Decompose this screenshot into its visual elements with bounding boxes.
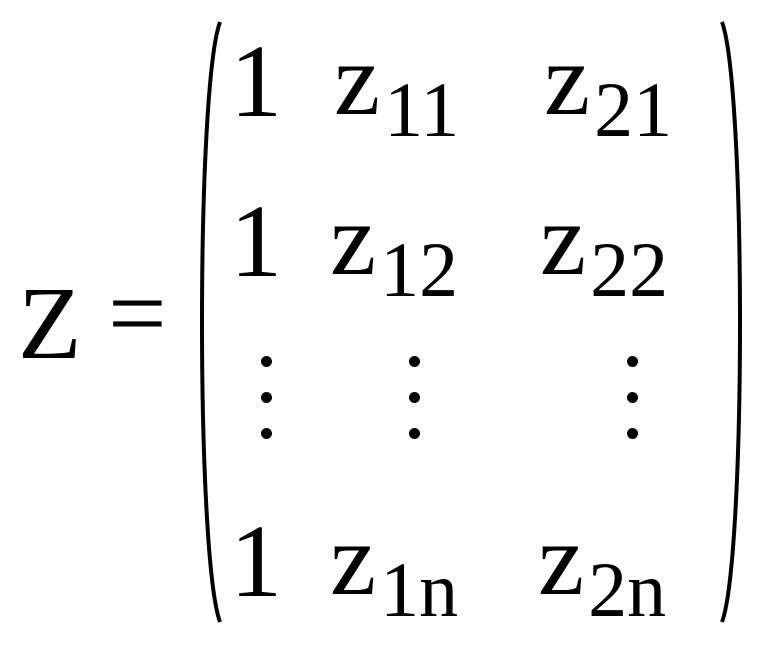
lhs-symbol: Z — [18, 266, 82, 381]
left-parenthesis — [200, 21, 222, 623]
equals-sign: = — [108, 256, 167, 371]
cell-base: z — [540, 182, 587, 297]
matrix-cell-r4c2: z1n — [330, 508, 458, 629]
right-parenthesis — [720, 21, 742, 623]
matrix-cell-r1c3: z21 — [544, 28, 672, 149]
matrix-cell-r2c1: 1 — [230, 184, 282, 299]
cell-subscript: 11 — [384, 66, 460, 153]
cell-base: z — [330, 182, 377, 297]
vertical-ellipsis-col2 — [404, 356, 424, 446]
matrix-cell-r2c3: z22 — [540, 188, 668, 309]
matrix-cell-r4c1: 1 — [230, 504, 282, 619]
cell-subscript: 22 — [590, 226, 669, 313]
cell-base: z — [538, 502, 585, 617]
cell-subscript: 1n — [380, 546, 459, 633]
cell-subscript: 21 — [594, 66, 673, 153]
matrix-cell-r1c1: 1 — [230, 24, 282, 139]
cell-base: z — [334, 22, 381, 137]
vertical-ellipsis-col1 — [256, 356, 276, 446]
matrix-cell-r1c2: z11 — [334, 28, 459, 149]
cell-base: z — [330, 502, 377, 617]
matrix-cell-r2c2: z12 — [330, 188, 458, 309]
matrix-cell-r4c3: z2n — [538, 508, 666, 629]
cell-subscript: 2n — [588, 546, 667, 633]
vertical-ellipsis-col3 — [622, 356, 642, 446]
cell-base: z — [544, 22, 591, 137]
cell-subscript: 12 — [380, 226, 459, 313]
